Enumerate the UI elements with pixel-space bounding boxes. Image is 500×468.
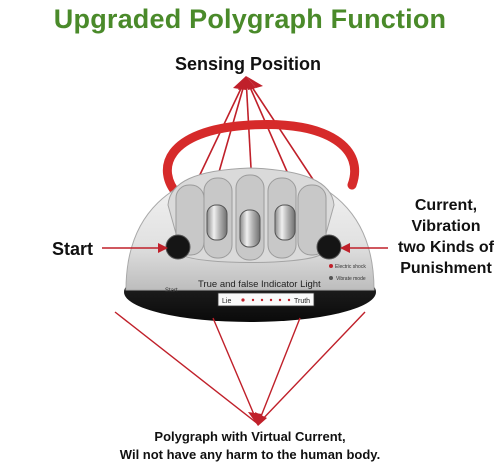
lie-truth-bar: [217, 292, 315, 307]
bottom-arrow-heads: [248, 412, 267, 426]
bottom-caption-line: Polygraph with Virtual Current,: [154, 429, 346, 444]
start-button[interactable]: [165, 234, 191, 260]
start-label: Start: [52, 239, 94, 259]
punishment-pointer: [340, 243, 388, 253]
punishment-line: two Kinds of: [398, 239, 494, 256]
punishment-line: Current,: [414, 197, 478, 214]
sensing-position-label: Sensing Position: [175, 54, 322, 74]
punishment-line: Vibration: [411, 218, 481, 235]
start-pointer: [102, 243, 168, 253]
device-shock-small-label: Electric shock: [335, 264, 366, 270]
lie-label: Lie: [222, 298, 231, 305]
indicator-light-label: True and false Indicator Light: [198, 279, 321, 290]
carry-strap: [162, 119, 360, 200]
mode-button[interactable]: [316, 234, 342, 260]
truth-label: Truth: [294, 298, 310, 305]
vibrate-indicator-icon: [329, 276, 333, 280]
sensing-arrow-heads: [233, 76, 263, 90]
punishment-line: Punishment: [400, 260, 492, 277]
bottom-caption-line: Wil not have any harm to the human body.: [119, 447, 381, 462]
indicator-dots: [241, 298, 291, 302]
bottom-caption: Polygraph with Virtual Current, Wil not …: [0, 428, 500, 464]
shock-indicator-icon: [329, 264, 333, 268]
punishment-label: Current, Vibration two Kinds of Punishme…: [390, 195, 500, 279]
device-start-small-label: Start: [165, 288, 178, 294]
device-vibrate-small-label: Vibrate mode: [336, 276, 366, 282]
bottom-pointer-lines: [114, 311, 366, 425]
metal-electrodes: [206, 204, 296, 248]
page-title: Upgraded Polygraph Function: [53, 4, 447, 34]
